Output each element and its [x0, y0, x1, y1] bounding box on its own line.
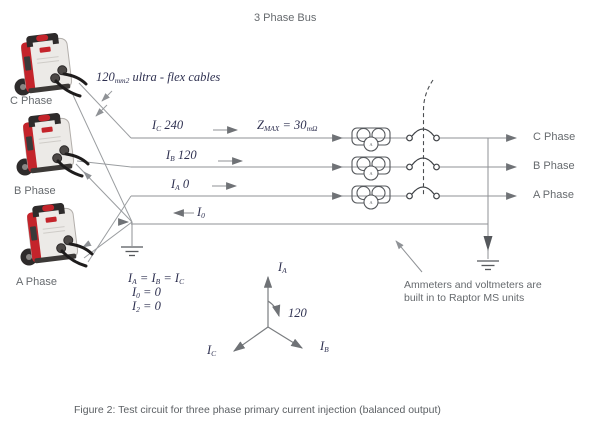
b-phase-meter: A [351, 156, 391, 181]
i0-current-label: I0 [197, 205, 205, 220]
phasor-ic-label: IC [207, 343, 217, 358]
a-phase-meter: A [351, 185, 391, 210]
breaker-gang-link [422, 79, 434, 197]
diagram-title: 3 Phase Bus [254, 12, 317, 24]
meters-annotation-line1: Ammeters and voltmeters are [404, 279, 542, 291]
cables-label-leader-arrows [95, 90, 113, 117]
equation-balanced: IA = IB = IC [128, 271, 185, 286]
zmax-label: ZMAX = 30mΩ [257, 118, 318, 133]
equation-i2: I2 = 0 [132, 299, 161, 314]
meters-annotation: Ammeters and voltmeters are built in to … [404, 279, 542, 305]
return-conductor [118, 209, 488, 226]
left-earth-symbol [120, 246, 144, 257]
figure-caption: Figure 2: Test circuit for three phase p… [74, 404, 441, 416]
phasor-ia-label: IA [278, 260, 287, 275]
c-phase-meter: A [351, 127, 391, 152]
b-phase-unit [15, 110, 90, 178]
bus-label-b-phase: B Phase [533, 160, 575, 172]
c-phase-unit-label: C Phase [10, 95, 53, 107]
meter-face-label: A [369, 200, 373, 205]
cables-spec-label: 120mm2 ultra - flex cables [96, 70, 221, 85]
a-phase-unit-label: A Phase [16, 276, 57, 288]
b-phase-unit-label: B Phase [14, 185, 56, 197]
annotation-leader-arrow [395, 240, 423, 273]
meters-annotation-line2: built in to Raptor MS units [404, 292, 525, 304]
ic-current-label: IC 240 [152, 118, 184, 133]
meter-face-label: A [369, 171, 373, 176]
phasor-diagram [233, 275, 304, 352]
phasor-angle-label: 120 [288, 306, 307, 320]
equation-i0: I0 = 0 [132, 285, 161, 300]
right-earth-symbol [476, 260, 500, 271]
bus-label-c-phase: C Phase [533, 131, 576, 143]
phasor-ib-label: IB [320, 339, 329, 354]
meter-face-label: A [369, 142, 373, 147]
ib-current-label: IB 120 [166, 148, 197, 163]
c-phase-unit [13, 30, 88, 98]
a-phase-conductor [131, 182, 518, 200]
ia-current-label: IA 0 [171, 177, 190, 192]
c-phase-conductor [131, 126, 518, 142]
earth-arrow [483, 236, 493, 251]
bus-label-a-phase: A Phase [533, 189, 574, 201]
b-phase-conductor [131, 157, 518, 171]
a-phase-unit [19, 200, 94, 268]
